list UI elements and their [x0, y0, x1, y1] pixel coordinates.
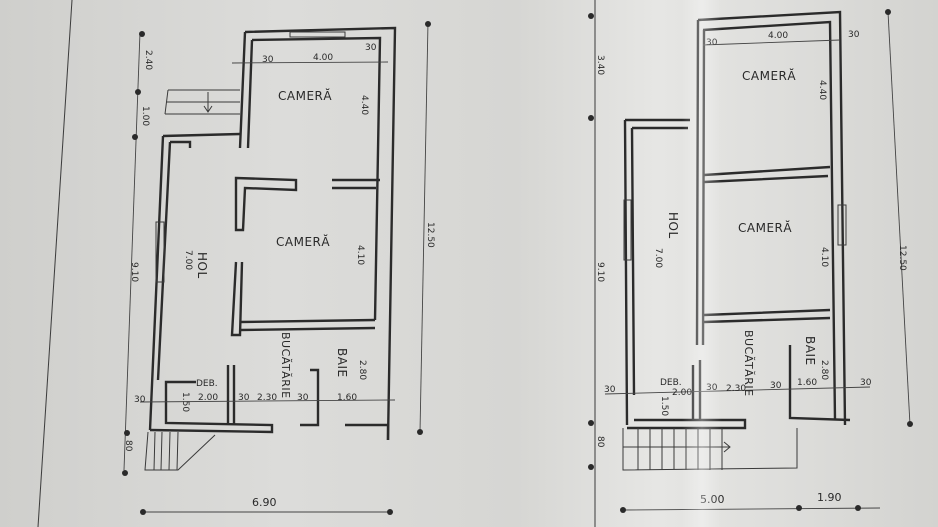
dim-label: 12.50 — [897, 245, 907, 271]
dim-label: 2.30 — [257, 393, 277, 403]
room-label: DEB. — [660, 378, 682, 388]
room-label: HOL — [666, 212, 680, 239]
room-label: BUCĂTĂRIE — [279, 332, 292, 399]
room-label: BAIE — [335, 348, 349, 378]
dim-label: 1.50 — [659, 396, 669, 416]
dim-label: 1.50 — [180, 392, 190, 412]
bath-walls — [300, 368, 390, 440]
dim-label: 30 — [297, 393, 309, 403]
outer-wall-right — [697, 10, 847, 426]
dim-bottom-row — [139, 399, 396, 403]
dim-label: 2.40 — [143, 50, 153, 70]
dim-label: 30 — [706, 38, 718, 48]
dim-bottom-row — [604, 386, 871, 395]
dim-label: 6.90 — [252, 496, 277, 509]
dim-label: 7.00 — [653, 248, 663, 268]
storage-partition — [691, 360, 702, 420]
dim-label: 4.10 — [819, 247, 829, 267]
dim-label: 30 — [706, 383, 718, 393]
dim-label: 12.50 — [425, 222, 435, 248]
dim-label: 30 — [848, 30, 860, 40]
room-label: CAMERĂ — [278, 88, 332, 103]
right-window — [837, 204, 847, 246]
dim-label: 2.80 — [819, 360, 829, 380]
dim-label: 2.00 — [672, 388, 692, 398]
dim-label: 4.40 — [359, 95, 369, 115]
room-label: DEB. — [196, 379, 218, 389]
dim-label: 4.00 — [768, 31, 788, 41]
dim-right — [419, 21, 429, 433]
step-arrow-icon — [623, 441, 731, 453]
dim-left — [123, 31, 141, 471]
outer-wall-left — [623, 119, 636, 426]
room-label: BAIE — [803, 336, 817, 366]
dim-label: 30 — [365, 43, 377, 53]
dim-label: 2.30 — [726, 384, 746, 394]
dim-label: 9.10 — [595, 262, 605, 282]
storage-wall — [149, 380, 274, 434]
partition-t — [234, 176, 298, 232]
margin-line — [37, 0, 73, 527]
kitchen-top-wall — [703, 308, 831, 324]
left-plan: CAMERĂ CAMERĂ HOL BUCĂTĂRIE BAIE DEB. 4.… — [37, 0, 435, 527]
bottom-steps — [144, 431, 216, 471]
dim-label: 9.10 — [129, 262, 139, 282]
right-plan: CAMERĂ CAMERĂ HOL BUCĂTĂRIE BAIE DEB. 4.… — [588, 0, 913, 527]
top-window — [289, 31, 346, 38]
bath-walls — [788, 345, 851, 422]
left-window — [155, 221, 165, 283]
dim-label: 80 — [595, 436, 605, 448]
dim-label: 4.00 — [313, 53, 333, 63]
top-room-left-wall — [238, 31, 254, 149]
inner-wall-right — [251, 36, 382, 321]
dim-label: 30 — [860, 378, 872, 388]
dim-label: 4.40 — [817, 80, 827, 100]
step-arrow-icon — [203, 92, 213, 113]
hall-top-wall — [625, 118, 690, 130]
hall-top-wall — [162, 132, 241, 148]
left-window — [623, 199, 632, 261]
partition-right — [332, 178, 380, 190]
room-divider-wall — [703, 165, 831, 184]
storage-wall — [627, 418, 747, 430]
dim-top-room — [231, 61, 389, 64]
dim-label: 5.00 — [700, 493, 725, 506]
dim-right — [887, 11, 911, 426]
dim-label: 80 — [123, 440, 133, 452]
dim-label: 2.00 — [198, 393, 218, 403]
dim-label: 30 — [770, 381, 782, 391]
dim-label: 1.90 — [817, 491, 842, 504]
room-label: HOL — [195, 252, 209, 279]
dim-label: 30 — [238, 393, 250, 403]
kitchen-top-wall — [239, 318, 376, 332]
partition-hall — [230, 261, 244, 337]
dim-label: 1.00 — [140, 106, 150, 126]
room-label: BUCĂTĂRIE — [742, 330, 755, 397]
room-left-wall — [695, 19, 706, 346]
dim-label: 2.80 — [357, 360, 367, 380]
dim-label: 4.10 — [355, 245, 365, 265]
dim-label: 1.60 — [797, 378, 817, 388]
room-label: CAMERĂ — [742, 68, 796, 83]
dim-bottom — [622, 507, 881, 511]
dim-label: 30 — [262, 55, 274, 65]
outer-wall-right — [244, 26, 397, 441]
room-label: CAMERĂ — [276, 234, 330, 249]
storage-partition — [226, 365, 236, 425]
bottom-steps — [622, 428, 798, 471]
dim-label: 3.40 — [595, 55, 605, 75]
dim-label: 30 — [134, 395, 146, 405]
dim-top-room — [702, 39, 841, 46]
top-steps — [164, 89, 240, 115]
dim-label: 1.60 — [337, 393, 357, 403]
dim-label: 7.00 — [183, 250, 193, 270]
dim-label: 30 — [604, 385, 616, 395]
room-label: CAMERĂ — [738, 220, 792, 235]
